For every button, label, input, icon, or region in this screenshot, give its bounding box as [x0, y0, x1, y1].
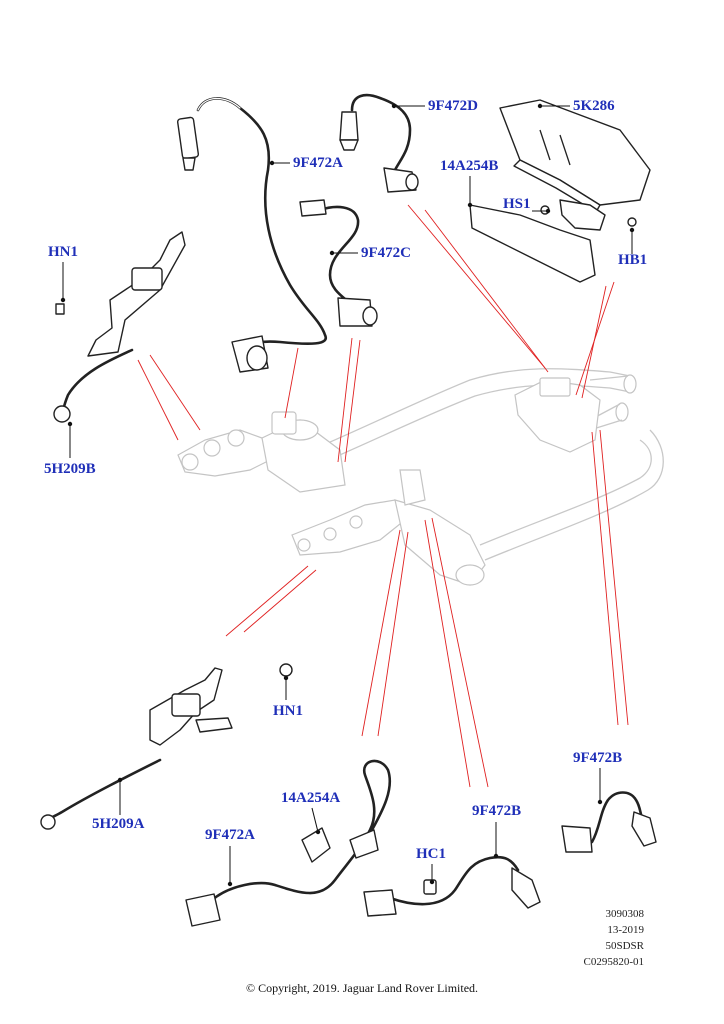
callout-9f472b-bottom[interactable]: 9F472B: [472, 803, 522, 819]
callout-5h209a[interactable]: 5H209A: [92, 816, 145, 832]
copyright-notice: © Copyright, 2019. Jaguar Land Rover Lim…: [245, 981, 479, 995]
callout-14a254a[interactable]: 14A254A: [281, 790, 341, 806]
heat-shield-5k286[interactable]: [499, 99, 651, 227]
callout-9f472d[interactable]: 9F472D: [428, 98, 478, 114]
oxygen-sensor-9f472b-right[interactable]: [561, 791, 657, 853]
exhaust-system-ghost: [177, 368, 664, 586]
oxygen-sensor-9f472d[interactable]: [339, 93, 419, 193]
oxygen-sensor-9f472a-top[interactable]: [176, 97, 328, 373]
callout-9f472a-bottom[interactable]: 9F472A: [205, 827, 255, 843]
callout-hs1[interactable]: HS1: [503, 196, 531, 212]
callout-hn1-top[interactable]: HN1: [48, 244, 78, 260]
reference-code: 50SDSR: [605, 940, 644, 952]
reference-illustration-id: C0295820-01: [583, 956, 645, 968]
callout-9f472a-top[interactable]: 9F472A: [293, 155, 343, 171]
oxygen-sensor-9f472c[interactable]: [299, 199, 378, 327]
callout-hb1[interactable]: HB1: [618, 252, 648, 268]
callout-9f472b-right[interactable]: 9F472B: [573, 750, 623, 766]
callout-hc1[interactable]: HC1: [416, 846, 446, 862]
callout-5k286[interactable]: 5K286: [573, 98, 615, 114]
oxygen-sensor-9f472a-bottom[interactable]: [185, 759, 392, 927]
callout-14a254b[interactable]: 14A254B: [440, 158, 499, 174]
reference-date: 13-2019: [607, 924, 644, 936]
reference-block: 3090308 13-2019 50SDSR C0295820-01: [560, 906, 645, 970]
callout-hn1-mid[interactable]: HN1: [273, 703, 303, 719]
oxygen-sensor-9f472b-bottom[interactable]: [363, 855, 541, 917]
callout-5h209b[interactable]: 5H209B: [44, 461, 96, 477]
callout-leaders: [60, 103, 635, 887]
reference-number: 3090308: [605, 908, 645, 920]
pressure-sensor-5h209b[interactable]: [53, 231, 186, 423]
red-leader-lines: [137, 204, 629, 788]
bracket-14a254b[interactable]: [469, 199, 606, 283]
callout-9f472c[interactable]: 9F472C: [361, 245, 411, 261]
pressure-sensor-5h209a[interactable]: [40, 663, 293, 830]
